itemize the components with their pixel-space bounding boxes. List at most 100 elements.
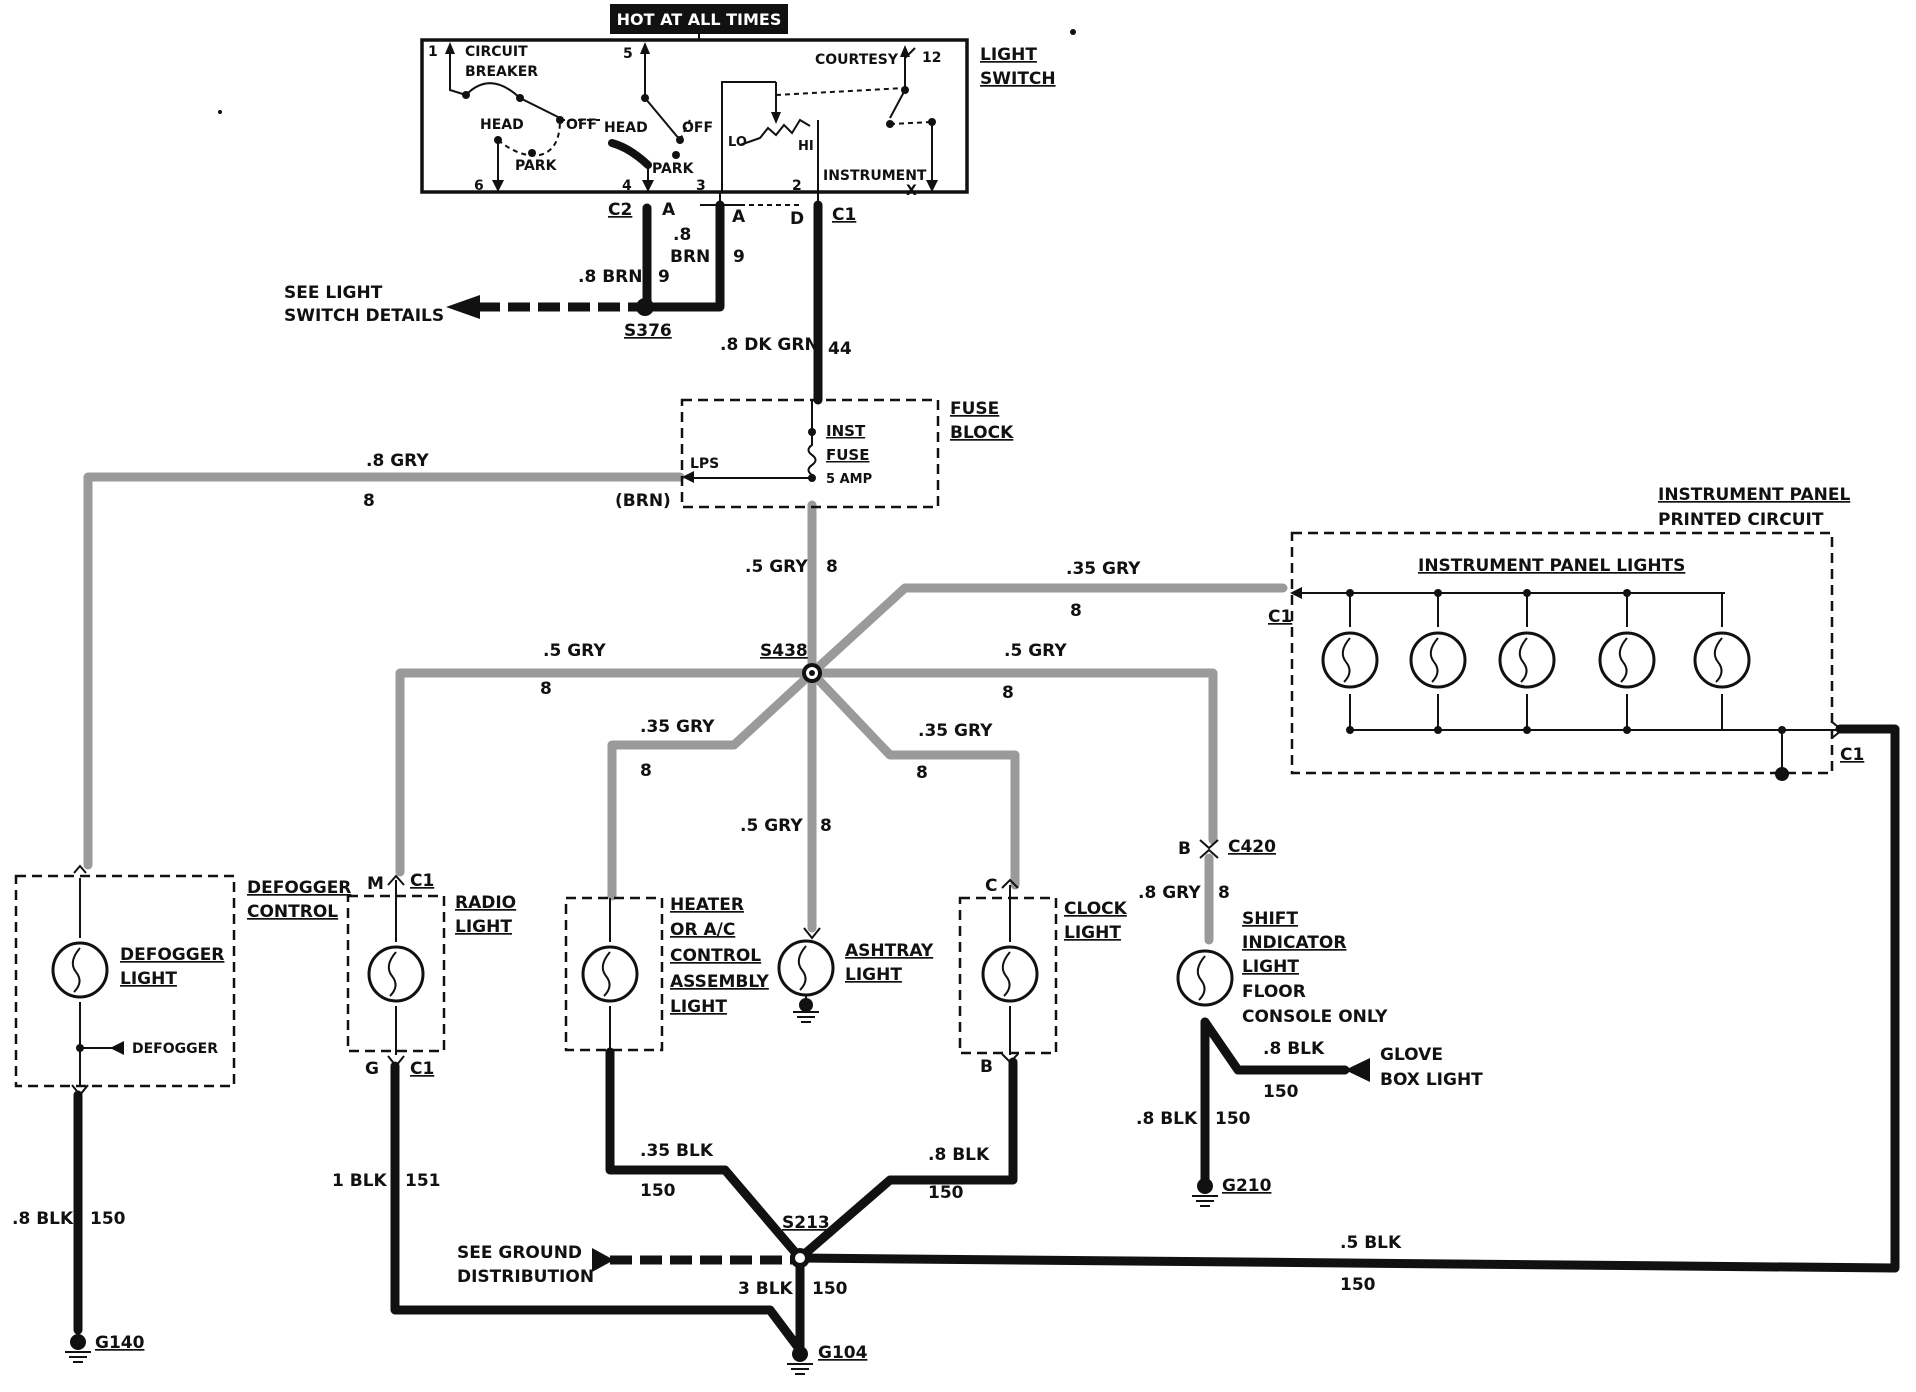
radio-connector-top <box>387 874 405 886</box>
hot-label-bg <box>610 4 788 34</box>
shift-label-5: CONSOLE ONLY <box>1242 1007 1388 1027</box>
terminal-6-label: 6 <box>474 178 484 194</box>
ip-lights-label: INSTRUMENT PANEL LIGHTS <box>1418 556 1685 576</box>
terminal-12-arrow <box>900 45 910 57</box>
wire-ground-radio <box>390 1061 805 1355</box>
heater-box <box>564 896 664 1052</box>
off-dash-mid <box>560 119 691 141</box>
breaker-label: BREAKER <box>465 64 538 80</box>
fuse-block-box <box>680 398 940 509</box>
park2-dot <box>672 151 680 159</box>
wire-gry035-heater-label: .35 GRY <box>640 717 715 737</box>
ashtray-label-2: LIGHT <box>845 965 902 985</box>
splice-s438-core <box>809 670 815 676</box>
off2-label: OFF <box>682 120 713 136</box>
wire-blk08-glove-label: .8 BLK <box>1263 1039 1325 1059</box>
ip-c1-bot-connector <box>1831 721 1844 739</box>
wire-gry08-shift-label: .8 GRY <box>1138 883 1201 903</box>
ashtray-connector <box>803 927 821 940</box>
wire-blk08-g210-label: .8 BLK <box>1136 1109 1198 1129</box>
wire-ground-heater <box>605 1047 805 1263</box>
wire-gray-ip-feed <box>807 583 1288 678</box>
fuse-lps-label: LPS <box>690 456 719 472</box>
see-light-switch-2: SWITCH DETAILS <box>284 306 444 326</box>
ip-lamp-3 <box>1498 589 1556 734</box>
ip-ground-dot-1 <box>1778 726 1786 734</box>
wire-gry05-right-label: .5 GRY <box>1004 641 1067 661</box>
park1-dot <box>528 149 536 157</box>
clock-box <box>958 896 1058 1055</box>
head2-label: HEAD <box>604 120 648 136</box>
off1-label: OFF <box>566 117 597 133</box>
fuse-block-title-2: BLOCK <box>950 423 1014 443</box>
radio-lamp-filament <box>387 951 397 997</box>
rheostat-dash <box>775 87 906 96</box>
g210-dot <box>1197 1178 1213 1194</box>
wire-gry05-ash-num: 8 <box>820 816 832 836</box>
ip-lamp-5 <box>1693 593 1751 730</box>
wire-brn-9-left: 9 <box>658 267 670 287</box>
splice-s438-label: S438 <box>760 641 808 661</box>
d-connector-label: D <box>790 209 804 229</box>
wire-dkgrn-num: 44 <box>828 339 852 359</box>
shift-lamp <box>1176 949 1234 1007</box>
cb-dot-2 <box>516 94 524 102</box>
radio-connector-bot <box>387 1055 405 1068</box>
wire-brn-paren: (BRN) <box>615 491 671 511</box>
courtesy-dot-1 <box>901 86 909 94</box>
see-light-switch-arrowhead <box>446 295 480 319</box>
g210-label: G210 <box>1222 1176 1272 1196</box>
c420-connector <box>1199 839 1219 859</box>
radio-c1-top-label: C1 <box>410 871 434 891</box>
wire-brn-08-top: .8 <box>673 225 691 245</box>
defogger-lamp <box>51 941 109 999</box>
terminal-x-label: X <box>906 183 917 199</box>
wire-blk035-num: 150 <box>640 1181 676 1201</box>
wire-blk08-clock-num: 150 <box>928 1183 964 1203</box>
clock-lamp <box>981 945 1039 1003</box>
wire-blk08-glove-num: 150 <box>1263 1082 1299 1102</box>
shift-label-3: LIGHT <box>1242 957 1299 977</box>
terminal-1-label: 1 <box>428 44 438 60</box>
wire-blk3-label: 3 BLK <box>738 1279 794 1299</box>
splice-s376-label: S376 <box>624 321 672 341</box>
ip-lamp-1 <box>1321 589 1379 734</box>
defogger-control-label-1: DEFOGGER <box>247 878 351 898</box>
defogger-lamp-filament <box>71 947 81 993</box>
wire-blk1-label: 1 BLK <box>332 1171 388 1191</box>
clock-c-label: C <box>985 876 997 896</box>
splice-s213-label: S213 <box>782 1213 830 1233</box>
wire-gray-shift-feed <box>807 668 1218 845</box>
light-switch-box <box>420 38 969 194</box>
wire-ground-ip <box>795 724 1900 1273</box>
wire-ground-clock <box>795 1057 1018 1263</box>
glove-label-1: GLOVE <box>1380 1045 1443 1065</box>
defogger-connector-top <box>73 864 87 874</box>
a2-connector-label: A <box>732 207 746 227</box>
wire-gry05-right-num: 8 <box>1002 683 1014 703</box>
defogger-connector-bot <box>71 1084 89 1097</box>
glove-box-arrowhead <box>1345 1058 1370 1082</box>
park1-label: PARK <box>515 158 558 174</box>
clock-label-2: LIGHT <box>1064 923 1121 943</box>
rheostat-arrow <box>771 112 781 124</box>
head1-park-dash <box>497 119 561 157</box>
terminal-5-label: 5 <box>623 46 633 62</box>
ip-title-2: PRINTED CIRCUIT <box>1658 510 1824 530</box>
wire-blk05-label: .5 BLK <box>1340 1233 1402 1253</box>
defogger-control-box <box>14 874 236 1088</box>
wire-blk08-g140-label: .8 BLK <box>12 1209 74 1229</box>
wire-blk1-num: 151 <box>405 1171 441 1191</box>
wire-gray-clock-feed <box>807 668 1020 890</box>
terminal-3-line <box>700 192 740 206</box>
splice-s213-ring <box>795 1253 805 1263</box>
defogger-switch-arrow <box>110 1041 124 1055</box>
wire-gry035-heater-num: 8 <box>640 761 652 781</box>
terminal-2-label: 2 <box>792 178 802 194</box>
rheostat-frame <box>721 81 819 192</box>
instrument-label: INSTRUMENT <box>823 168 927 184</box>
see-light-switch-1: SEE LIGHT <box>284 283 383 303</box>
radio-c1-bot-label: C1 <box>410 1059 434 1079</box>
fuse-block-title-1: FUSE <box>950 399 999 419</box>
